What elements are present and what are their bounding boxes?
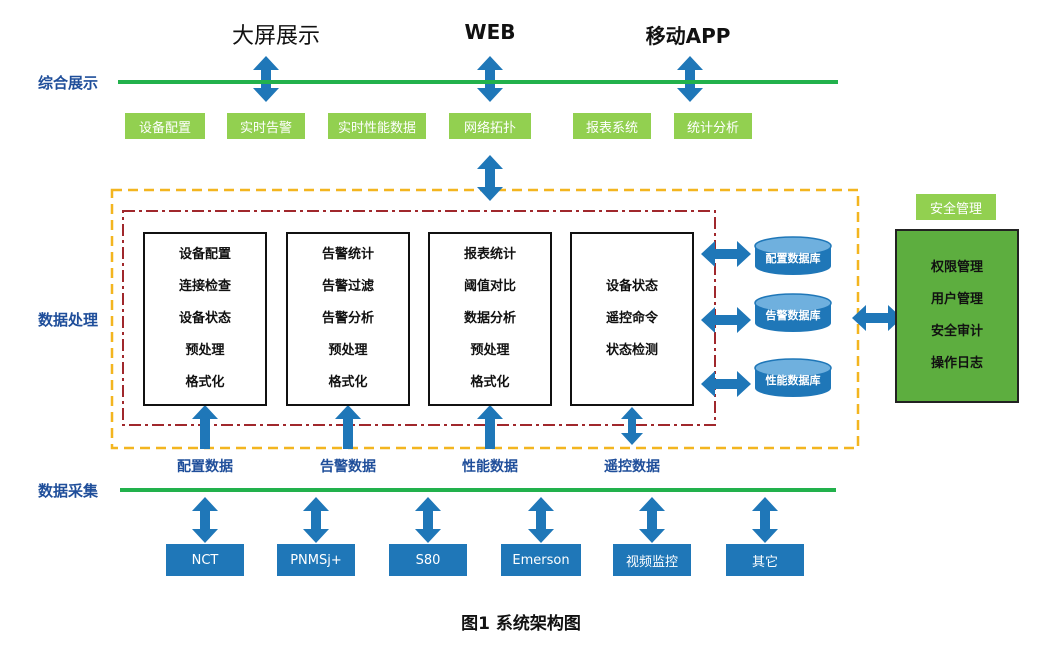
module-performance: 报表统计 阈值对比 数据分析 预处理 格式化 [428,232,552,406]
display-func-device-config: 设备配置 [125,113,205,139]
module-line: 格式化 [185,375,225,390]
display-func-topology: 网络拓扑 [449,113,531,139]
arrow-display-processing [477,155,503,201]
security-item: 操作日志 [930,356,983,371]
module-line: 预处理 [470,343,510,358]
target-mobile-app: 移动APP [645,24,731,48]
module-config: 设备配置 连接检查 设备状态 预处理 格式化 [143,232,267,406]
layer-label-processing: 数据处理 [38,311,99,329]
db-cylinder-perf: 性能数据库 [754,358,832,397]
arrow-bigscreen [253,56,279,102]
db-label-config: 配置数据库 [766,251,821,265]
display-func-statistics: 统计分析 [674,113,752,139]
arrow-db-config [701,241,751,267]
data-label-alarm: 告警数据 [320,459,376,475]
source-nct: NCT [166,544,244,576]
figure-caption: 图1 系统架构图 [461,614,581,634]
arrow-src-2 [303,497,329,543]
display-func-report: 报表系统 [573,113,651,139]
arrow-src-6 [752,497,778,543]
arrow-src-5 [639,497,665,543]
target-web: WEB [464,20,516,44]
db-label-alarm: 告警数据库 [766,308,821,322]
source-video: 视频监控 [613,544,691,576]
module-remote: 设备状态 遥控命令 状态检测 [570,232,694,406]
source-pnmsj: PNMSj+ [277,544,355,576]
module-line: 设备状态 [178,311,231,326]
security-box: 权限管理 用户管理 安全审计 操作日志 [895,229,1019,403]
arrow-db-perf [701,371,751,397]
module-line: 格式化 [470,375,510,390]
module-line: 连接检查 [178,279,231,294]
module-line: 设备配置 [178,247,231,262]
display-func-realtime-alarm: 实时告警 [227,113,305,139]
module-alarm: 告警统计 告警过滤 告警分析 预处理 格式化 [286,232,410,406]
arrow-alarm-data [335,405,361,449]
db-label-perf: 性能数据库 [766,373,821,387]
security-item: 安全审计 [930,324,983,339]
layer-label-display: 综合展示 [38,74,99,92]
module-line: 告警分析 [321,311,374,326]
source-other: 其它 [726,544,804,576]
module-line: 预处理 [185,343,225,358]
module-line: 阈值对比 [463,279,516,294]
module-line: 告警过滤 [321,279,374,294]
arrow-perf-data [477,405,503,449]
arrow-db-alarm [701,307,751,333]
arrow-config-data [192,405,218,449]
display-func-realtime-perf: 实时性能数据 [328,113,426,139]
module-line: 格式化 [328,375,368,390]
data-label-performance: 性能数据 [462,459,518,475]
module-line: 预处理 [328,343,368,358]
source-emerson: Emerson [501,544,581,576]
module-line: 报表统计 [463,247,516,262]
data-label-remote: 遥控数据 [604,459,660,475]
arrow-mobile [677,56,703,102]
layer-label-collection: 数据采集 [38,482,99,500]
security-title: 安全管理 [916,194,996,220]
module-line: 数据分析 [463,311,516,326]
arrow-src-1 [192,497,218,543]
module-line: 告警统计 [321,247,374,262]
source-s80: S80 [389,544,467,576]
security-item: 权限管理 [930,260,983,275]
target-bigscreen: 大屏展示 [231,24,321,49]
collection-layer-line [120,488,836,492]
security-item: 用户管理 [930,292,983,307]
module-line: 遥控命令 [605,311,658,326]
data-label-config: 配置数据 [177,459,233,475]
db-cylinder-alarm: 告警数据库 [754,293,832,332]
display-layer-line [118,80,838,84]
module-line: 设备状态 [605,279,658,294]
module-line: 状态检测 [605,343,658,358]
arrow-web [477,56,503,102]
arrow-src-3 [415,497,441,543]
arrow-src-4 [528,497,554,543]
db-cylinder-config: 配置数据库 [754,236,832,275]
